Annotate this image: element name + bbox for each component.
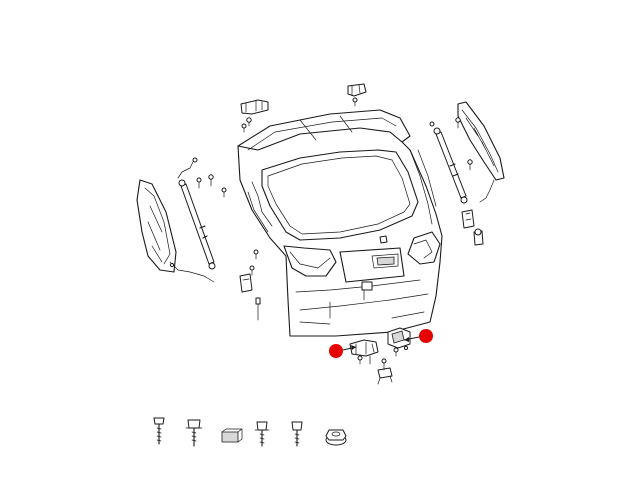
bolt-3: [291, 421, 303, 447]
right-pillar-trim: [455, 101, 505, 203]
nut-1: [325, 429, 347, 446]
screw-1: [254, 421, 270, 447]
left-hinge: [240, 99, 269, 133]
left-gas-strut: [177, 157, 227, 270]
left-latch: [349, 339, 379, 365]
right-small-parts: [461, 209, 484, 246]
left-small-parts: [239, 249, 261, 321]
right-gas-strut: [429, 121, 473, 204]
striker: [377, 358, 393, 385]
bolt-1: [153, 417, 165, 445]
liftgate-panel: [237, 109, 443, 337]
clip-1: [221, 428, 243, 443]
fastener-row: [153, 417, 347, 447]
callout-left: [329, 344, 357, 358]
callout-right: [403, 329, 433, 343]
right-hinge: [347, 83, 367, 107]
left-pillar-trim: [136, 179, 215, 283]
bolt-2: [185, 419, 203, 447]
right-latch: [387, 327, 411, 357]
